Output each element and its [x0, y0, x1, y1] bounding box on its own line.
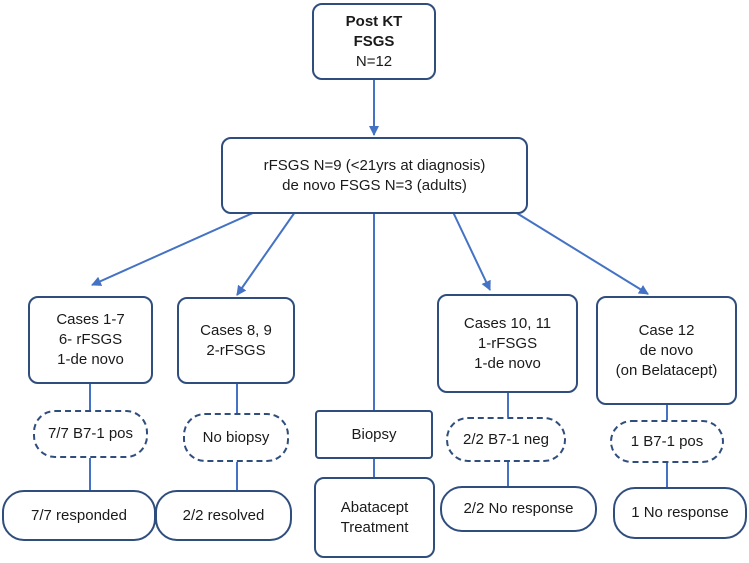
group-1-line-3: 1-de novo [57, 351, 124, 368]
biopsy-label: Biopsy [351, 425, 397, 443]
group-1-outcome-label: 7/7 responded [31, 506, 127, 524]
arrow-to-group-4 [452, 211, 491, 291]
treatment-line-1: Abatacept [340, 498, 409, 516]
biopsy-box: Biopsy [315, 410, 433, 459]
arrow-to-group-1 [91, 211, 256, 286]
group-1-box: Cases 1-7 6- rFSGS 1-de novo [28, 296, 153, 384]
group-1-test-label: 7/7 B7-1 pos [47, 425, 134, 442]
treatment-box: Abatacept Treatment [314, 477, 435, 558]
group-5-line-3: (on Belatacept) [615, 361, 718, 379]
summary-line-2: de novo FSGS N=3 (adults) [282, 176, 467, 194]
group-2-test-label: No biopsy [202, 428, 270, 446]
summary-box: rFSGS N=9 (<21yrs at diagnosis) de novo … [221, 137, 528, 214]
top-line-1: Post KT [345, 12, 403, 30]
arrow-to-group-2 [236, 211, 296, 296]
group-4-outcome-label: 2/2 No response [463, 500, 574, 517]
group-1-line-2: 6- rFSGS [58, 331, 123, 348]
group-1-outcome: 7/7 responded [2, 490, 156, 541]
arrow-to-group-5 [514, 211, 649, 295]
group-5-line-1: Case 12 [638, 321, 695, 339]
group-1-test: 7/7 B7-1 pos [33, 410, 148, 458]
top-line-2: FSGS [353, 32, 395, 50]
group-5-test-label: 1 B7-1 pos [630, 432, 704, 450]
group-4-test: 2/2 B7-1 neg [446, 417, 566, 462]
group-4-line-3: 1-de novo [474, 354, 541, 372]
group-5-test: 1 B7-1 pos [610, 420, 724, 463]
group-5-outcome-label: 1 No response [631, 504, 729, 521]
group-2-box: Cases 8, 9 2-rFSGS [177, 297, 295, 384]
group-5-line-2: de novo [639, 341, 694, 359]
group-4-outcome: 2/2 No response [440, 486, 597, 532]
group-4-line-2: 1-rFSGS [477, 334, 538, 352]
group-2-outcome: 2/2 resolved [155, 490, 292, 541]
group-5-outcome: 1 No response [613, 487, 747, 539]
group-1-line-1: Cases 1-7 [56, 311, 125, 328]
group-4-test-label: 2/2 B7-1 neg [463, 430, 549, 448]
treatment-line-2: Treatment [340, 518, 409, 536]
group-4-box: Cases 10, 11 1-rFSGS 1-de novo [437, 294, 578, 393]
summary-line-1: rFSGS N=9 (<21yrs at diagnosis) [263, 156, 486, 174]
group-2-line-2: 2-rFSGS [206, 341, 266, 359]
group-2-outcome-label: 2/2 resolved [182, 506, 265, 524]
top-line-3: N=12 [355, 52, 393, 70]
group-5-box: Case 12 de novo (on Belatacept) [596, 296, 737, 405]
group-4-line-1: Cases 10, 11 [463, 314, 552, 332]
group-2-line-1: Cases 8, 9 [200, 321, 272, 339]
group-2-test: No biopsy [183, 413, 289, 462]
top-box: Post KT FSGS N=12 [312, 3, 436, 80]
